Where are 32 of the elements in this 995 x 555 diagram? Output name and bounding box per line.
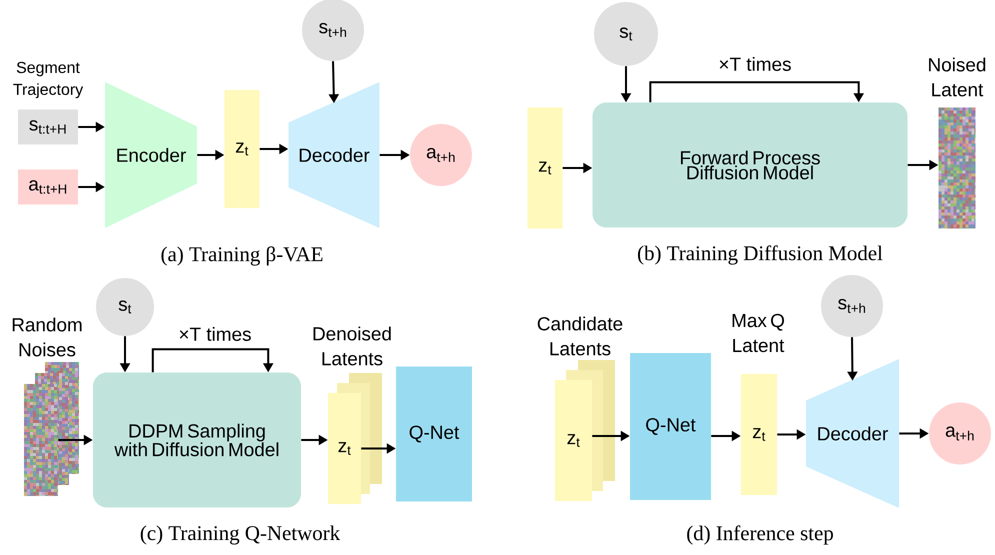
edge-label: ×T times [717,56,793,72]
state-box: s$_{t:t+H}$ [18,110,78,144]
heading-label: Noised Latent [929,58,986,96]
caption: (d) Inference step [687,525,833,545]
sampling-box: DDPM Sampling with Diffusion Model [93,372,301,508]
caption: (c) Training Q-Network [140,525,340,544]
noise-image [938,108,976,228]
encoder-trapezoid: Encoder [105,82,197,228]
heading-label: Denoised Latents [314,326,391,366]
latent-stack: z$_{t}$ [555,360,615,501]
caption: (b) Training Diffusion Model [638,245,882,265]
decoder-trapezoid: Decoder [288,82,380,228]
noise-stack-drawing [24,362,79,496]
latent-bar: z$_{t}$ [741,374,777,495]
node-label: z [338,442,346,452]
heading-label: Segment Trajectory [13,62,84,98]
q-net-box: Q-Net [396,366,472,502]
latent-stack: z$_{t}$ [328,373,382,504]
edge-label: ×T times [177,326,253,342]
heading-label: Candidate Latents [538,316,622,356]
loop-arrow [649,81,864,102]
heading-label: Max Q Latent [732,314,784,352]
diffusion-box: Forward Process Diffusion Model [592,102,908,228]
caption: (a) Training β-VAE [161,246,322,266]
heading-label: Random Noises [12,318,82,356]
q-net-box: Q-Net [630,353,711,500]
latent-bar: z$_{t}$ [224,90,260,208]
node-label: z [567,434,576,444]
loop-arrow [152,348,274,372]
action-box: a$_{t:t+H}$ [18,170,78,204]
latent-bar: z$_{t}$ [528,108,562,228]
decoder-trapezoid: Decoder [806,359,899,508]
